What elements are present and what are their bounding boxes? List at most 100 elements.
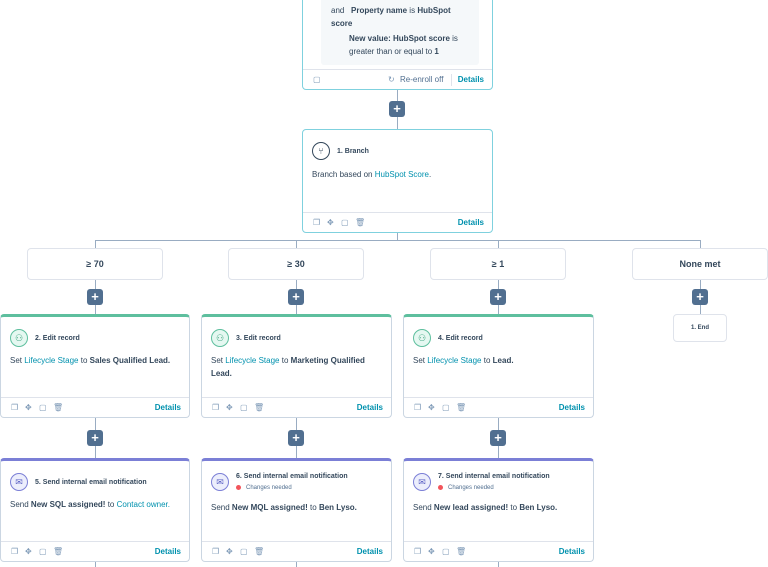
- move-icon[interactable]: ✥: [428, 547, 435, 556]
- branch-icon: ⑂: [312, 142, 330, 160]
- email-notification-card[interactable]: ✉ 6. Send internal email notification Ch…: [201, 458, 392, 562]
- copy-icon[interactable]: ❐: [414, 547, 422, 556]
- details-link[interactable]: Details: [457, 75, 484, 84]
- move-icon[interactable]: ✥: [226, 547, 233, 556]
- edit-record-icon: ⚇: [211, 329, 229, 347]
- edit-card-footer: ❐ ✥ ▢ 🗑 Details: [1, 397, 189, 417]
- copy-icon[interactable]: ❐: [212, 547, 220, 556]
- branch-card-footer: ❐ ✥ ▢ 🗑 Details: [303, 212, 492, 232]
- connector-line: [95, 562, 96, 567]
- add-action-button[interactable]: +: [87, 430, 103, 446]
- delete-icon[interactable]: 🗑: [254, 403, 265, 412]
- footer-divider: [451, 74, 452, 86]
- edit-record-card[interactable]: ⚇ 4. Edit record Set Lifecycle Stage to …: [403, 314, 594, 418]
- copy-icon[interactable]: ❐: [313, 218, 321, 227]
- reenroll-status[interactable]: Re-enroll off: [400, 75, 444, 84]
- email-card-title: 5. Send internal email notification: [35, 479, 147, 486]
- branch-split-line: [95, 240, 700, 241]
- connector-line: [296, 240, 297, 248]
- branch-label-70[interactable]: ≥ 70: [27, 248, 163, 280]
- add-action-button[interactable]: +: [87, 289, 103, 305]
- delete-icon[interactable]: 🗑: [254, 547, 265, 556]
- end-node[interactable]: 1. End: [673, 314, 727, 342]
- connector-line: [700, 240, 701, 248]
- branch-label-30[interactable]: ≥ 30: [228, 248, 364, 280]
- clone-icon[interactable]: ▢: [442, 547, 450, 556]
- edit-record-card[interactable]: ⚇ 2. Edit record Set Lifecycle Stage to …: [0, 314, 190, 418]
- warning-dot-icon: [236, 485, 241, 490]
- email-notification-card[interactable]: ✉ 5. Send internal email notification Se…: [0, 458, 190, 562]
- email-notification-card[interactable]: ✉ 7. Send internal email notification Ch…: [403, 458, 594, 562]
- email-card-footer: ❐ ✥ ▢ 🗑 Details: [404, 541, 593, 561]
- changes-needed-warning[interactable]: Changes needed: [236, 485, 292, 491]
- details-link[interactable]: Details: [457, 218, 484, 227]
- copy-icon[interactable]: ❐: [212, 403, 220, 412]
- add-action-button[interactable]: +: [288, 289, 304, 305]
- edit-card-description: Set Lifecycle Stage to Marketing Qualifi…: [211, 356, 365, 378]
- email-card-title: 6. Send internal email notification: [236, 473, 348, 480]
- branch-card[interactable]: ⑂ 1. Branch Branch based on HubSpot Scor…: [302, 129, 493, 233]
- delete-icon[interactable]: 🗑: [53, 547, 64, 556]
- copy-icon[interactable]: ❐: [414, 403, 422, 412]
- details-link[interactable]: Details: [154, 547, 181, 556]
- details-link[interactable]: Details: [558, 403, 585, 412]
- details-link[interactable]: Details: [356, 547, 383, 556]
- delete-icon[interactable]: 🗑: [456, 547, 467, 556]
- connector-line: [95, 240, 96, 248]
- edit-record-icon: ⚇: [413, 329, 431, 347]
- add-action-button[interactable]: +: [692, 289, 708, 305]
- add-action-button[interactable]: +: [389, 101, 405, 117]
- connector-line: [498, 240, 499, 248]
- edit-card-description: Set Lifecycle Stage to Lead.: [413, 356, 514, 365]
- edit-card-title: 2. Edit record: [35, 335, 80, 342]
- details-link[interactable]: Details: [154, 403, 181, 412]
- edit-card-footer: ❐ ✥ ▢ 🗑 Details: [404, 397, 593, 417]
- trigger-card[interactable]: and Property name is HubSpot score New v…: [302, 0, 493, 90]
- email-card-description: Send New SQL assigned! to Contact owner.: [10, 500, 170, 509]
- email-card-title: 7. Send internal email notification: [438, 473, 550, 480]
- clone-icon[interactable]: ▢: [341, 218, 349, 227]
- delete-icon[interactable]: 🗑: [53, 403, 64, 412]
- add-action-button[interactable]: +: [490, 430, 506, 446]
- edit-card-title: 3. Edit record: [236, 335, 281, 342]
- add-action-button[interactable]: +: [288, 430, 304, 446]
- hubspot-score-link[interactable]: HubSpot Score: [374, 170, 429, 179]
- copy-icon[interactable]: ❐: [11, 403, 19, 412]
- move-icon[interactable]: ✥: [25, 403, 32, 412]
- move-icon[interactable]: ✥: [226, 403, 233, 412]
- clone-icon[interactable]: ▢: [442, 403, 450, 412]
- edit-card-title: 4. Edit record: [438, 335, 483, 342]
- branch-card-title: 1. Branch: [337, 148, 369, 155]
- email-icon: ✉: [10, 473, 28, 491]
- clone-icon[interactable]: ▢: [39, 547, 47, 556]
- connector-line: [397, 233, 398, 240]
- trigger-card-footer: ▢ ↻ Re-enroll off Details: [303, 69, 492, 89]
- email-card-description: Send New MQL assigned! to Ben Lyso.: [211, 503, 357, 512]
- move-icon[interactable]: ✥: [327, 218, 334, 227]
- edit-record-card[interactable]: ⚇ 3. Edit record Set Lifecycle Stage to …: [201, 314, 392, 418]
- branch-label-1[interactable]: ≥ 1: [430, 248, 566, 280]
- reenroll-icon[interactable]: ↻: [388, 75, 395, 84]
- move-icon[interactable]: ✥: [428, 403, 435, 412]
- clone-icon[interactable]: ▢: [240, 547, 248, 556]
- add-action-button[interactable]: +: [490, 289, 506, 305]
- trigger-new-value-condition: New value: HubSpot score is greater than…: [349, 34, 458, 56]
- clone-icon[interactable]: ▢: [313, 75, 321, 84]
- warning-dot-icon: [438, 485, 443, 490]
- delete-icon[interactable]: 🗑: [456, 403, 467, 412]
- clone-icon[interactable]: ▢: [39, 403, 47, 412]
- email-card-footer: ❐ ✥ ▢ 🗑 Details: [202, 541, 391, 561]
- details-link[interactable]: Details: [558, 547, 585, 556]
- trigger-condition-panel: and Property name is HubSpot score New v…: [321, 0, 479, 65]
- branch-label-none-met[interactable]: None met: [632, 248, 768, 280]
- delete-icon[interactable]: 🗑: [355, 218, 366, 227]
- email-card-description: Send New lead assigned! to Ben Lyso.: [413, 503, 558, 512]
- email-icon: ✉: [413, 473, 431, 491]
- email-card-footer: ❐ ✥ ▢ 🗑 Details: [1, 541, 189, 561]
- changes-needed-warning[interactable]: Changes needed: [438, 485, 494, 491]
- move-icon[interactable]: ✥: [25, 547, 32, 556]
- details-link[interactable]: Details: [356, 403, 383, 412]
- trigger-property-condition: and Property name is HubSpot score: [331, 6, 451, 28]
- clone-icon[interactable]: ▢: [240, 403, 248, 412]
- copy-icon[interactable]: ❐: [11, 547, 19, 556]
